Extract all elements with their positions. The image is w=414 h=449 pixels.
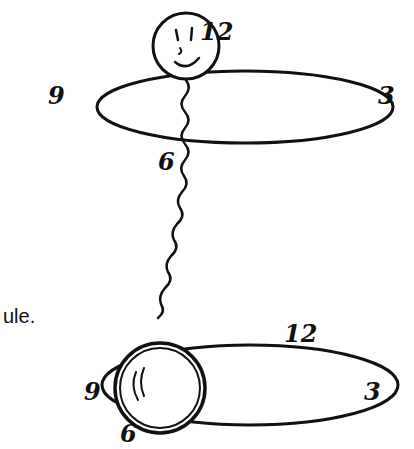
clock-number: 6 (120, 422, 137, 446)
face-eyes (176, 28, 192, 40)
clock-number: 3 (364, 380, 381, 404)
face-nose (179, 48, 181, 54)
clock-number: 9 (84, 380, 101, 404)
text-fragment: ule. (3, 306, 35, 326)
clock-number: 12 (284, 322, 317, 346)
clock-number: 6 (158, 150, 175, 174)
face-mouth (175, 58, 199, 66)
clock-number: 3 (378, 84, 395, 108)
bob-circle (115, 343, 205, 433)
top-orbit (97, 71, 393, 143)
clock-number: 9 (48, 84, 65, 108)
clock-number: 12 (200, 20, 233, 44)
bob-inner-ring (120, 348, 200, 428)
wavy-string (158, 80, 189, 318)
bob-shine (133, 368, 144, 400)
